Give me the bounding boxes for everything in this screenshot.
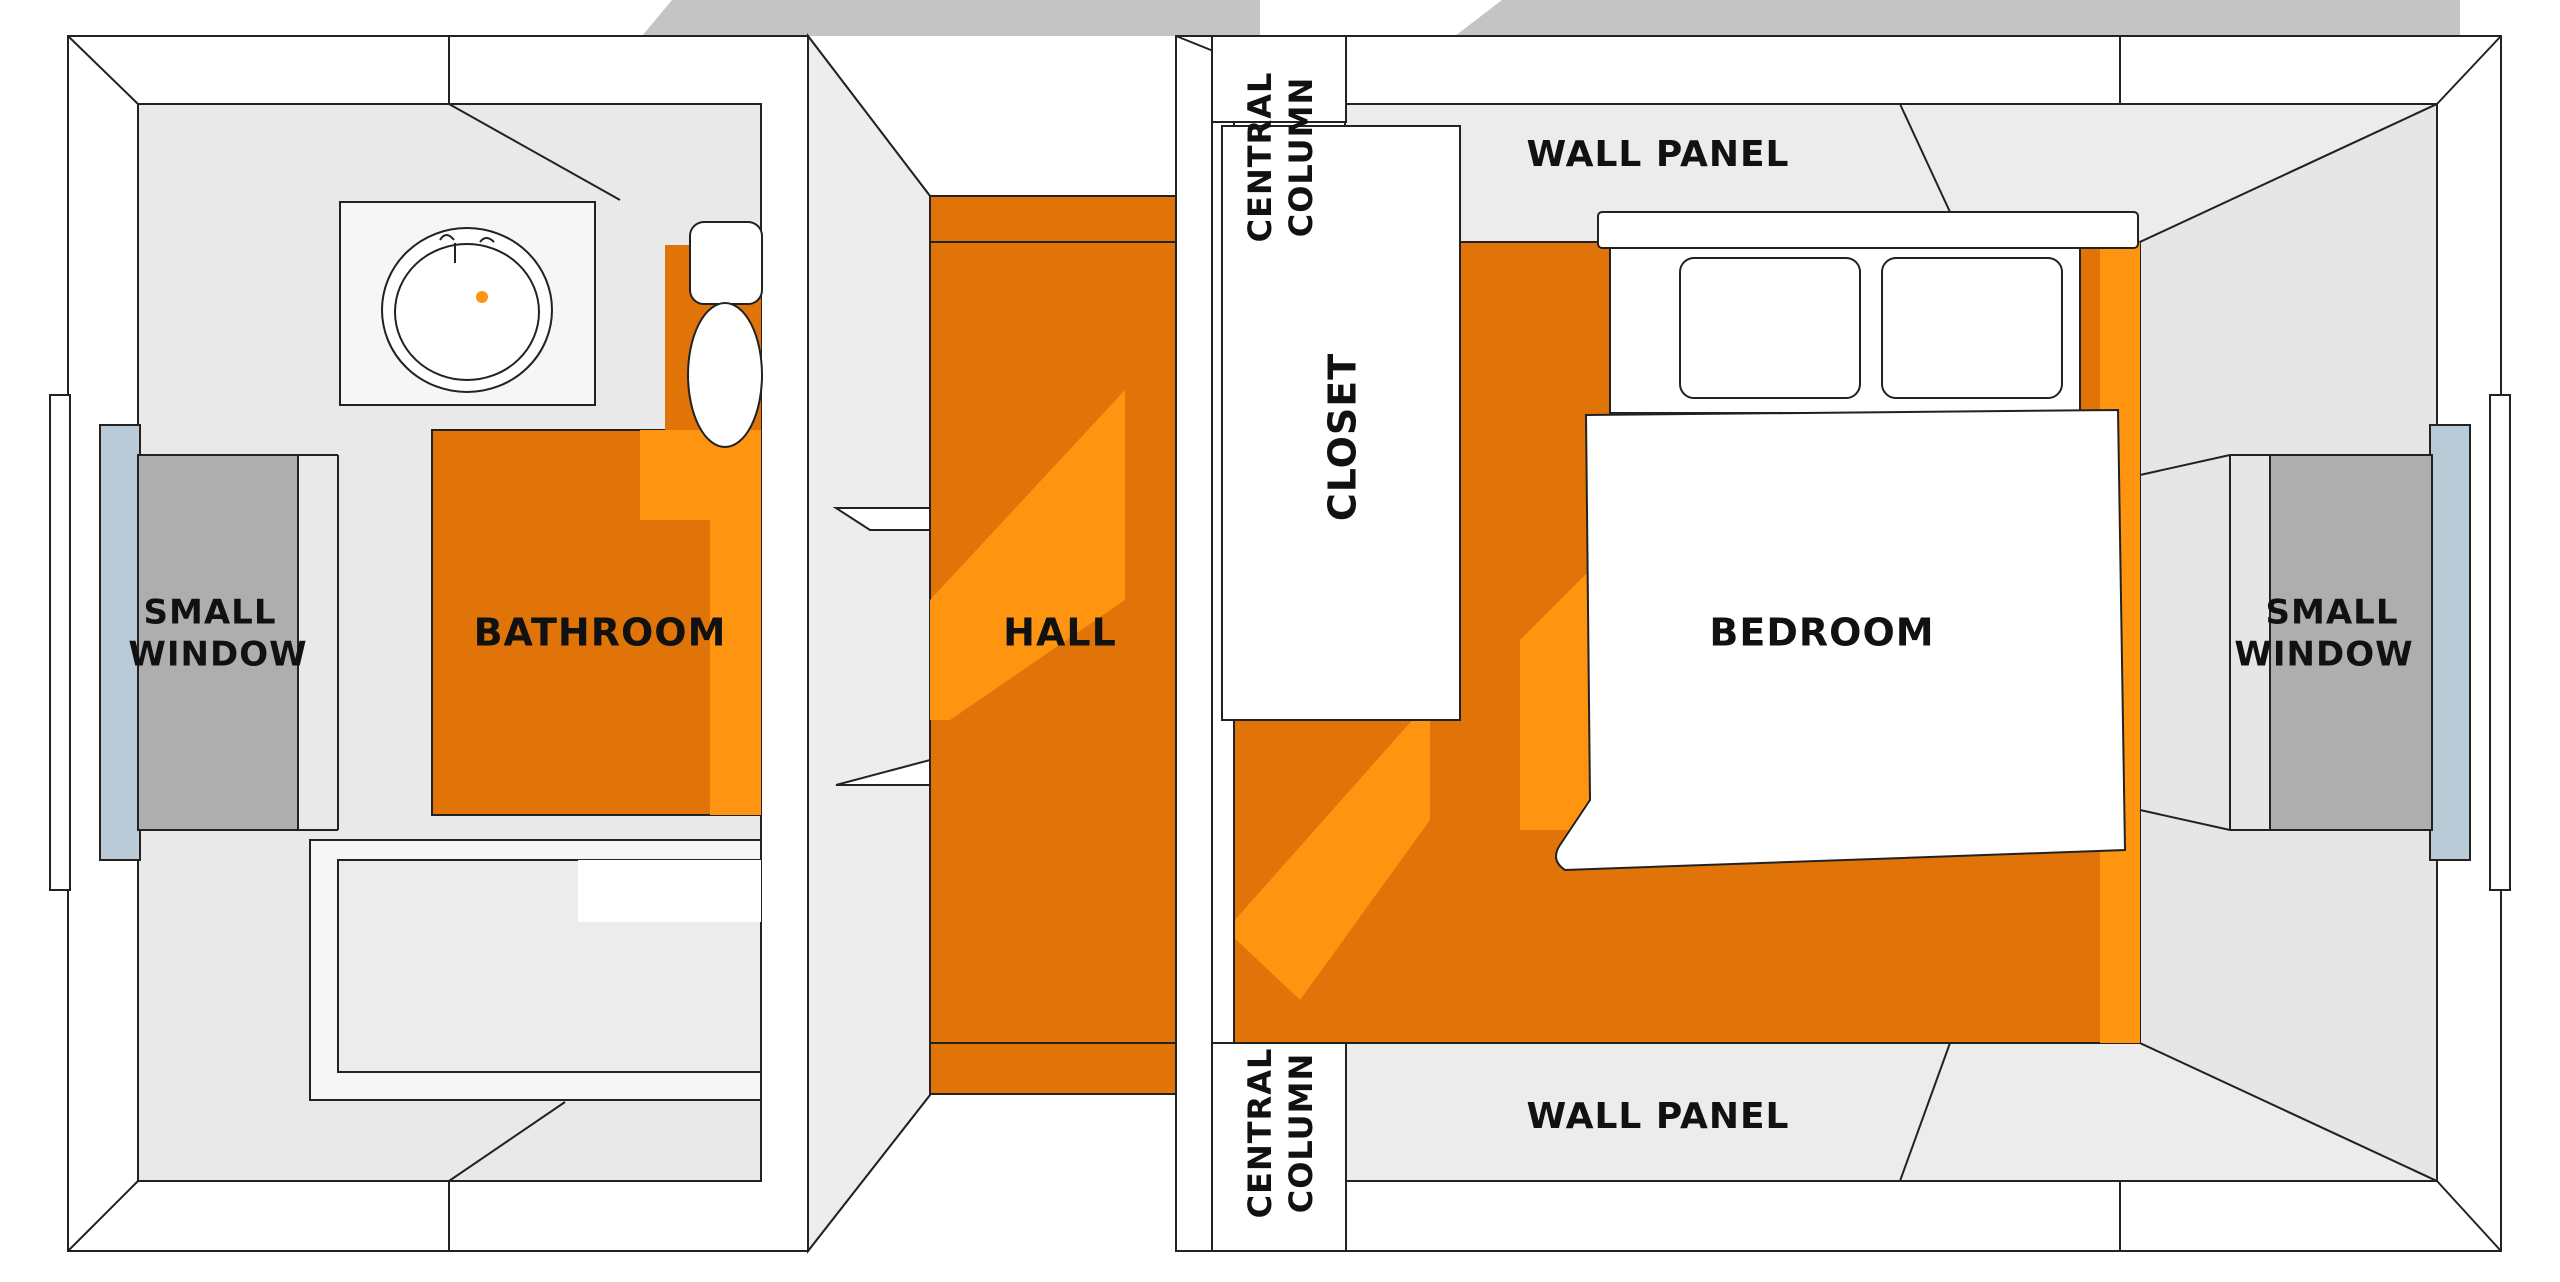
hall-doorway-bottom: [835, 758, 931, 786]
hall-label: HALL: [1003, 611, 1117, 655]
window-left-frame: [49, 394, 71, 891]
bedroom-sunlight: [1226, 700, 1430, 1000]
hall-sunlight: [930, 390, 1125, 720]
sink-faucet: [439, 234, 495, 263]
hall-wall-left: [807, 33, 931, 1254]
central-column-top-line1: CENTRAL: [1241, 72, 1279, 243]
bathroom-block: [49, 35, 931, 1252]
pillow-left: [1679, 257, 1861, 399]
window-right-glass: [2269, 454, 2433, 831]
window-right-label-line2: WINDOW: [2234, 635, 2413, 675]
toilet-tank: [689, 221, 763, 305]
wall-panel-top-label: WALL PANEL: [1527, 134, 1790, 175]
window-left-label-line2: WINDOW: [128, 635, 307, 675]
bedroom-label: BEDROOM: [1709, 611, 1934, 655]
window-right-frame: [2489, 394, 2511, 891]
bed-headboard: [1597, 211, 2139, 249]
central-column-bottom-line1: CENTRAL: [1241, 1048, 1279, 1219]
central-column-top-line2: COLUMN: [1282, 77, 1320, 238]
pillow-right: [1881, 257, 2063, 399]
sink-drain: [476, 291, 488, 303]
bathroom-sunlight: [640, 430, 761, 815]
window-right-sill: [2429, 424, 2471, 861]
roof-shadow-left: [642, 0, 1260, 36]
toilet-bowl: [687, 302, 763, 448]
hall-block: [807, 33, 1177, 1254]
window-left-sill: [99, 424, 141, 861]
window-right-label-line1: SMALL: [2266, 593, 2399, 633]
central-column-bottom: [1211, 1042, 1347, 1252]
closet-label: CLOSET: [1321, 353, 1365, 521]
bedroom-block: [1175, 35, 2511, 1252]
hall-doorway-top: [832, 507, 931, 531]
central-column-bottom-line2: COLUMN: [1282, 1053, 1320, 1214]
window-left-label-line1: SMALL: [144, 593, 277, 633]
closet: [1221, 125, 1461, 721]
roof-shadow-right: [1455, 0, 2460, 36]
wall-panel-bottom-label: WALL PANEL: [1527, 1096, 1790, 1137]
bed-duvet: [1555, 408, 2127, 872]
bathroom-label: BATHROOM: [474, 611, 727, 655]
central-column-top: [1211, 35, 1347, 123]
